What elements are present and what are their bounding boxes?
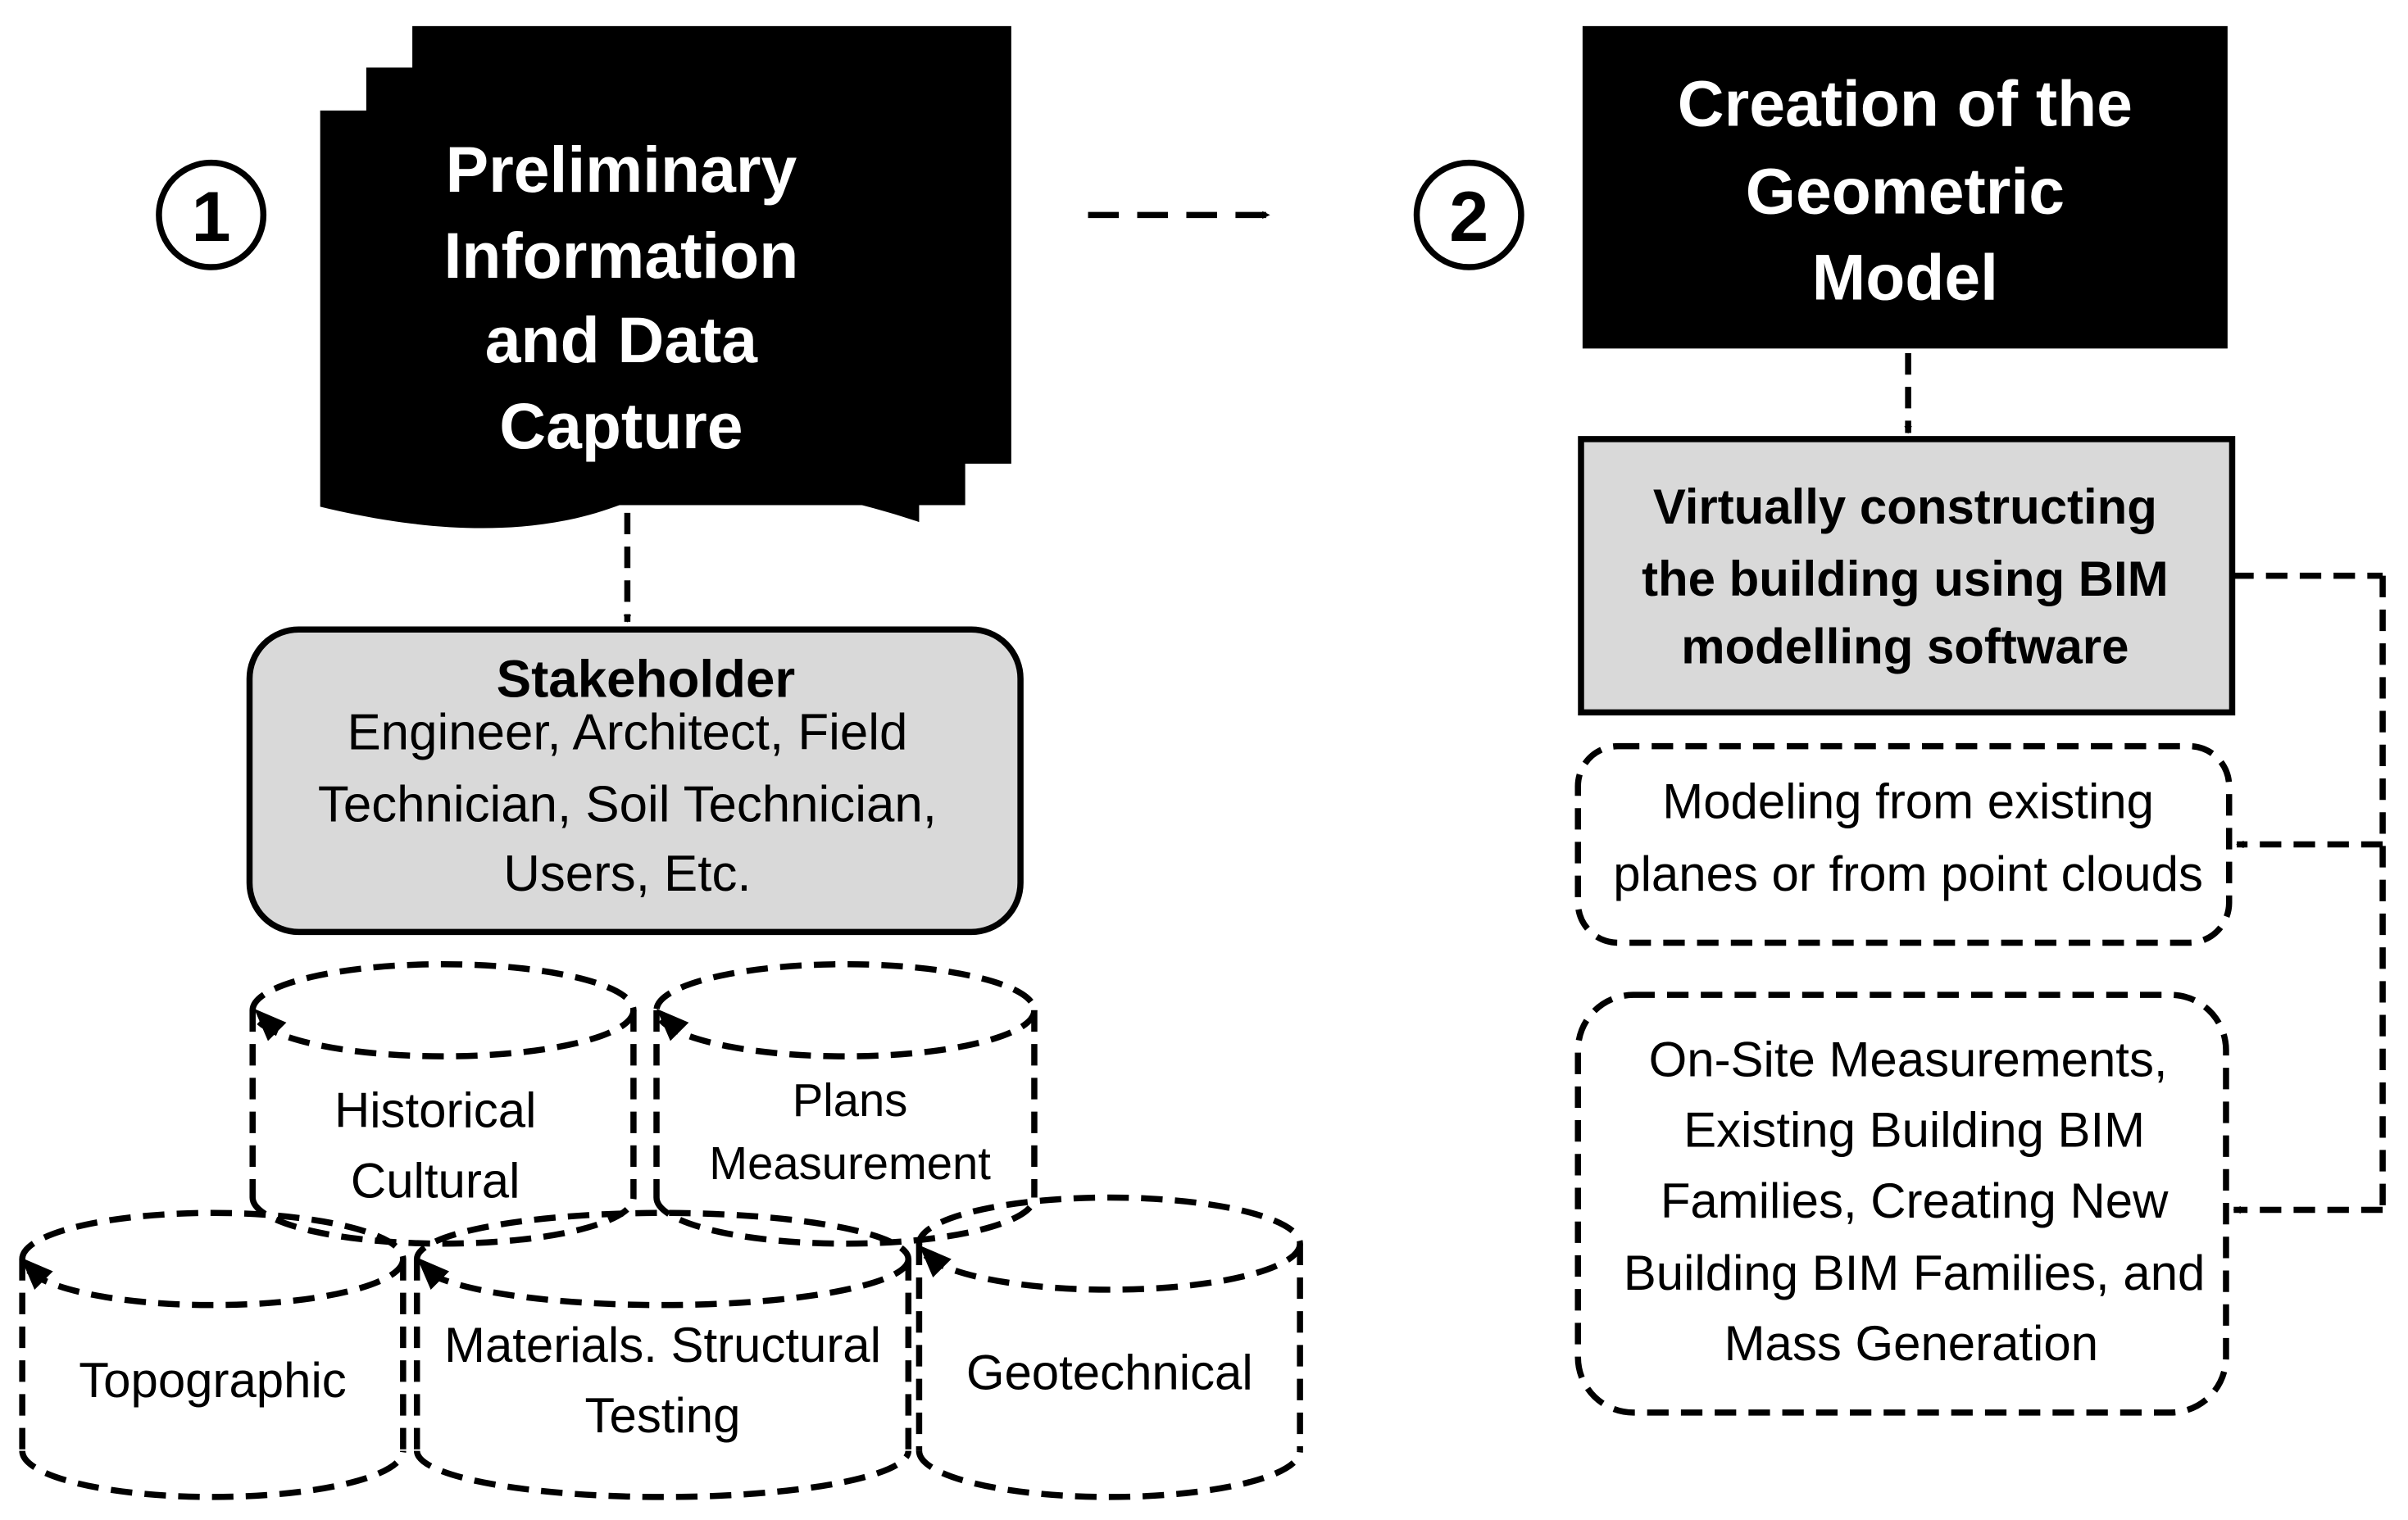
materials-label-line2: Testing: [585, 1388, 741, 1443]
plans-label-line2: Measurement: [709, 1137, 991, 1189]
step1-multidocument: [320, 25, 1011, 529]
topographic-label: Topographic: [79, 1353, 347, 1408]
stakeholder-title: Stakeholder: [497, 651, 796, 709]
topographic-arrowhead: [20, 1257, 53, 1290]
historical-arrowhead: [254, 1009, 287, 1041]
stakeholder-line3: Users, Etc.: [503, 846, 751, 902]
stakeholder-line1: Engineer, Architect, Field: [347, 704, 907, 760]
step2-title-line3: Model: [1812, 241, 1998, 313]
step2-title-line1: Creation of the: [1678, 68, 2133, 140]
bim-line3: modelling software: [1681, 619, 2129, 674]
materials-arrowhead: [416, 1257, 450, 1290]
plans-arrowhead: [657, 1009, 689, 1041]
geotechnical-label: Geotechnical: [966, 1345, 1253, 1400]
onsite-line5: Mass Generation: [1724, 1316, 2098, 1371]
modeling-line2: planes or from point clouds: [1613, 846, 2203, 901]
step2-title-line2: Geometric: [1746, 155, 2065, 227]
step2-number-badge: 2: [1413, 159, 1524, 270]
materials-structural-testing-cylinder: [413, 1209, 912, 1500]
modeling-line1: Modeling from existing: [1662, 774, 2154, 829]
step1-title-line2: Information: [444, 220, 799, 292]
modeling-existing-box: [1574, 742, 2233, 946]
onsite-line2: Existing Building BIM: [1683, 1103, 2145, 1158]
onsite-measurements-box: [1574, 991, 2229, 1416]
historical-label-line2: Cultural: [351, 1154, 520, 1209]
step2-number: 2: [1449, 178, 1488, 256]
onsite-line3: Families, Creating New: [1661, 1173, 2169, 1228]
onsite-line1: On-Site Measurements,: [1649, 1032, 2168, 1087]
historical-label-line1: Historical: [334, 1082, 536, 1137]
geotechnical-cylinder: [915, 1194, 1303, 1500]
step1-title-line1: Preliminary: [446, 134, 797, 206]
bim-branch-connector: [2232, 572, 2386, 1210]
geotechnical-arrowhead: [919, 1245, 952, 1277]
stakeholder-line2: Technician, Soil Technician,: [318, 776, 937, 833]
bim-modelling-box: [1578, 436, 2236, 716]
step1-title-line3: and Data: [485, 304, 759, 376]
materials-label-line1: Materials. Structural: [444, 1318, 881, 1373]
onsite-line4: Building BIM Families, and: [1624, 1245, 2206, 1300]
step1-title-line4: Capture: [499, 390, 743, 462]
bim-line2: the building using BIM: [1642, 551, 2169, 606]
plans-label-line1: Plans: [793, 1074, 908, 1126]
step1-number: 1: [192, 178, 231, 256]
bim-line1: Virtually constructing: [1653, 479, 2157, 534]
plans-measurement-cylinder: [653, 960, 1038, 1247]
stakeholder-box: [246, 626, 1024, 936]
step1-number-badge: 1: [156, 159, 267, 270]
historical-cultural-cylinder: [249, 960, 637, 1247]
step2-title-box: [1582, 25, 2228, 349]
